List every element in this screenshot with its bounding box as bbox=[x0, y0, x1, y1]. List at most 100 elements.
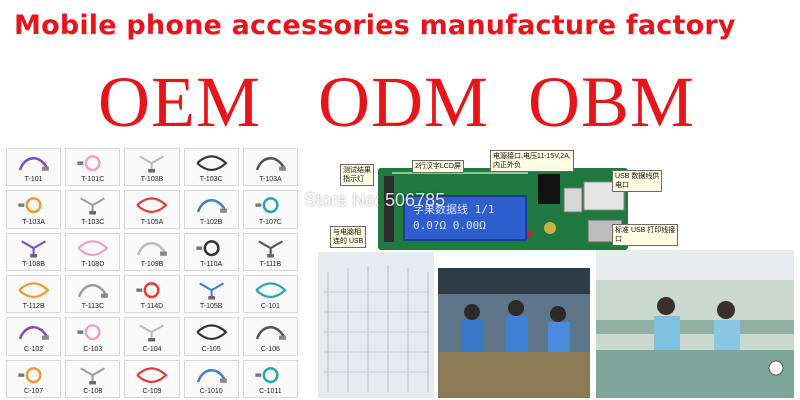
product-item: T-111B bbox=[242, 232, 298, 271]
product-item: C-108 bbox=[65, 359, 121, 398]
product-image bbox=[189, 322, 234, 342]
workers-scene bbox=[438, 268, 590, 398]
product-image bbox=[70, 280, 115, 300]
product-item: C-1011 bbox=[242, 359, 298, 398]
product-code: T-110A bbox=[200, 260, 223, 268]
product-grid: T-101 T-101C T-103B T-103C T-103A T-103A T-103… bbox=[6, 148, 298, 398]
product-code: T-103C bbox=[81, 218, 105, 226]
product-code: C-107 bbox=[24, 387, 44, 395]
annotation-test-result: 测试结果 指示灯 bbox=[340, 164, 374, 186]
product-item: T-113C bbox=[65, 274, 121, 314]
product-code: T-114D bbox=[140, 303, 164, 311]
product-item: T-112B bbox=[6, 274, 62, 314]
product-item: C-105 bbox=[183, 317, 239, 356]
product-image bbox=[70, 322, 115, 342]
product-code: T-103A bbox=[259, 176, 282, 184]
warehouse-photo bbox=[318, 252, 434, 398]
product-code: C-101 bbox=[260, 303, 280, 311]
product-item: T-105B bbox=[183, 274, 239, 314]
product-item: T-101C bbox=[65, 148, 121, 187]
production-line-scene bbox=[596, 250, 794, 398]
product-image bbox=[189, 153, 234, 173]
product-code: T-111B bbox=[259, 260, 282, 268]
warehouse-racks bbox=[318, 252, 434, 398]
service-odm: ODM bbox=[318, 62, 490, 142]
product-code: C-103 bbox=[83, 345, 103, 353]
product-code: T-105B bbox=[199, 303, 223, 311]
product-image bbox=[129, 322, 174, 342]
product-image bbox=[189, 238, 234, 258]
product-item: T-105A bbox=[124, 190, 180, 229]
product-code: T-112B bbox=[22, 303, 45, 311]
product-item: C-104 bbox=[124, 317, 180, 356]
product-image bbox=[70, 365, 115, 385]
annotation-lcd-screen: 2行汉字LCD屏 bbox=[412, 160, 464, 173]
product-code: T-103C bbox=[199, 176, 223, 184]
product-image bbox=[189, 365, 234, 385]
annotation-pc-usb: 与电脑相 连的 USB bbox=[330, 226, 367, 248]
product-image bbox=[70, 153, 115, 173]
product-code: T-102B bbox=[199, 218, 223, 226]
product-code: C-108 bbox=[83, 387, 103, 395]
product-item: T-103B bbox=[124, 148, 180, 187]
product-code: T-105A bbox=[140, 218, 164, 226]
product-image bbox=[11, 195, 56, 215]
product-code: C-105 bbox=[201, 345, 221, 353]
workers-photo bbox=[438, 268, 590, 398]
product-code: T-103A bbox=[22, 218, 45, 226]
production-line-photo bbox=[596, 250, 794, 398]
product-code: C-1011 bbox=[259, 387, 282, 395]
product-code: T-101C bbox=[81, 176, 105, 184]
annotation-power-port: 电源接口,电压11-15V,2A, 内正外负 bbox=[490, 150, 574, 172]
annotation-usb-print: 标准 USB 打印线接 口 bbox=[612, 224, 679, 246]
product-image bbox=[129, 365, 174, 385]
product-code: C-1010 bbox=[199, 387, 223, 395]
product-code: T-113C bbox=[81, 303, 104, 311]
product-image bbox=[248, 365, 293, 385]
product-item: C-107 bbox=[6, 359, 62, 398]
product-item: T-114D bbox=[124, 274, 180, 314]
product-code: T-108D bbox=[81, 260, 105, 268]
product-item: T-110A bbox=[183, 232, 239, 271]
lcd-screen: 字果数据线 1/1 0.0?Ω 0.00Ω bbox=[403, 195, 527, 241]
product-item: T-101 bbox=[6, 148, 62, 187]
product-item: C-101 bbox=[242, 274, 298, 314]
product-image bbox=[11, 153, 56, 173]
product-item: T-109B bbox=[124, 232, 180, 271]
product-item: T-107C bbox=[242, 190, 298, 229]
product-code: T-103B bbox=[140, 176, 164, 184]
product-image bbox=[189, 280, 234, 300]
product-code: C-109 bbox=[142, 387, 162, 395]
product-item: T-102B bbox=[183, 190, 239, 229]
store-watermark: Store No: 506785 bbox=[304, 190, 446, 210]
product-item: T-108D bbox=[65, 232, 121, 271]
lcd-line-1: 字果数据线 1/1 bbox=[413, 203, 495, 216]
product-image bbox=[11, 238, 56, 258]
annotation-usb-data: USB 数据线供 电口 bbox=[612, 170, 663, 192]
product-code: T-101 bbox=[24, 176, 43, 184]
product-code: T-107C bbox=[258, 218, 282, 226]
product-image bbox=[129, 280, 174, 300]
product-image bbox=[189, 195, 234, 215]
product-image bbox=[248, 280, 293, 300]
product-image bbox=[11, 280, 56, 300]
product-image bbox=[248, 322, 293, 342]
product-image bbox=[129, 153, 174, 173]
product-item: T-103A bbox=[6, 190, 62, 229]
product-image bbox=[129, 195, 174, 215]
product-image bbox=[248, 153, 293, 173]
product-code: C-104 bbox=[142, 345, 162, 353]
lcd-line-2: 0.0?Ω 0.00Ω bbox=[413, 219, 486, 232]
product-item: C-109 bbox=[124, 359, 180, 398]
headline: Mobile phone accessories manufacture fac… bbox=[14, 10, 736, 41]
product-item: T-103A bbox=[242, 148, 298, 187]
product-item: T-103C bbox=[183, 148, 239, 187]
product-item: C-106 bbox=[242, 317, 298, 356]
product-code: C-106 bbox=[260, 345, 280, 353]
service-obm: OBM bbox=[528, 62, 696, 142]
product-image bbox=[11, 365, 56, 385]
product-image bbox=[248, 238, 293, 258]
product-code: T-109B bbox=[140, 260, 164, 268]
product-item: T-103C bbox=[65, 190, 121, 229]
product-image bbox=[11, 322, 56, 342]
